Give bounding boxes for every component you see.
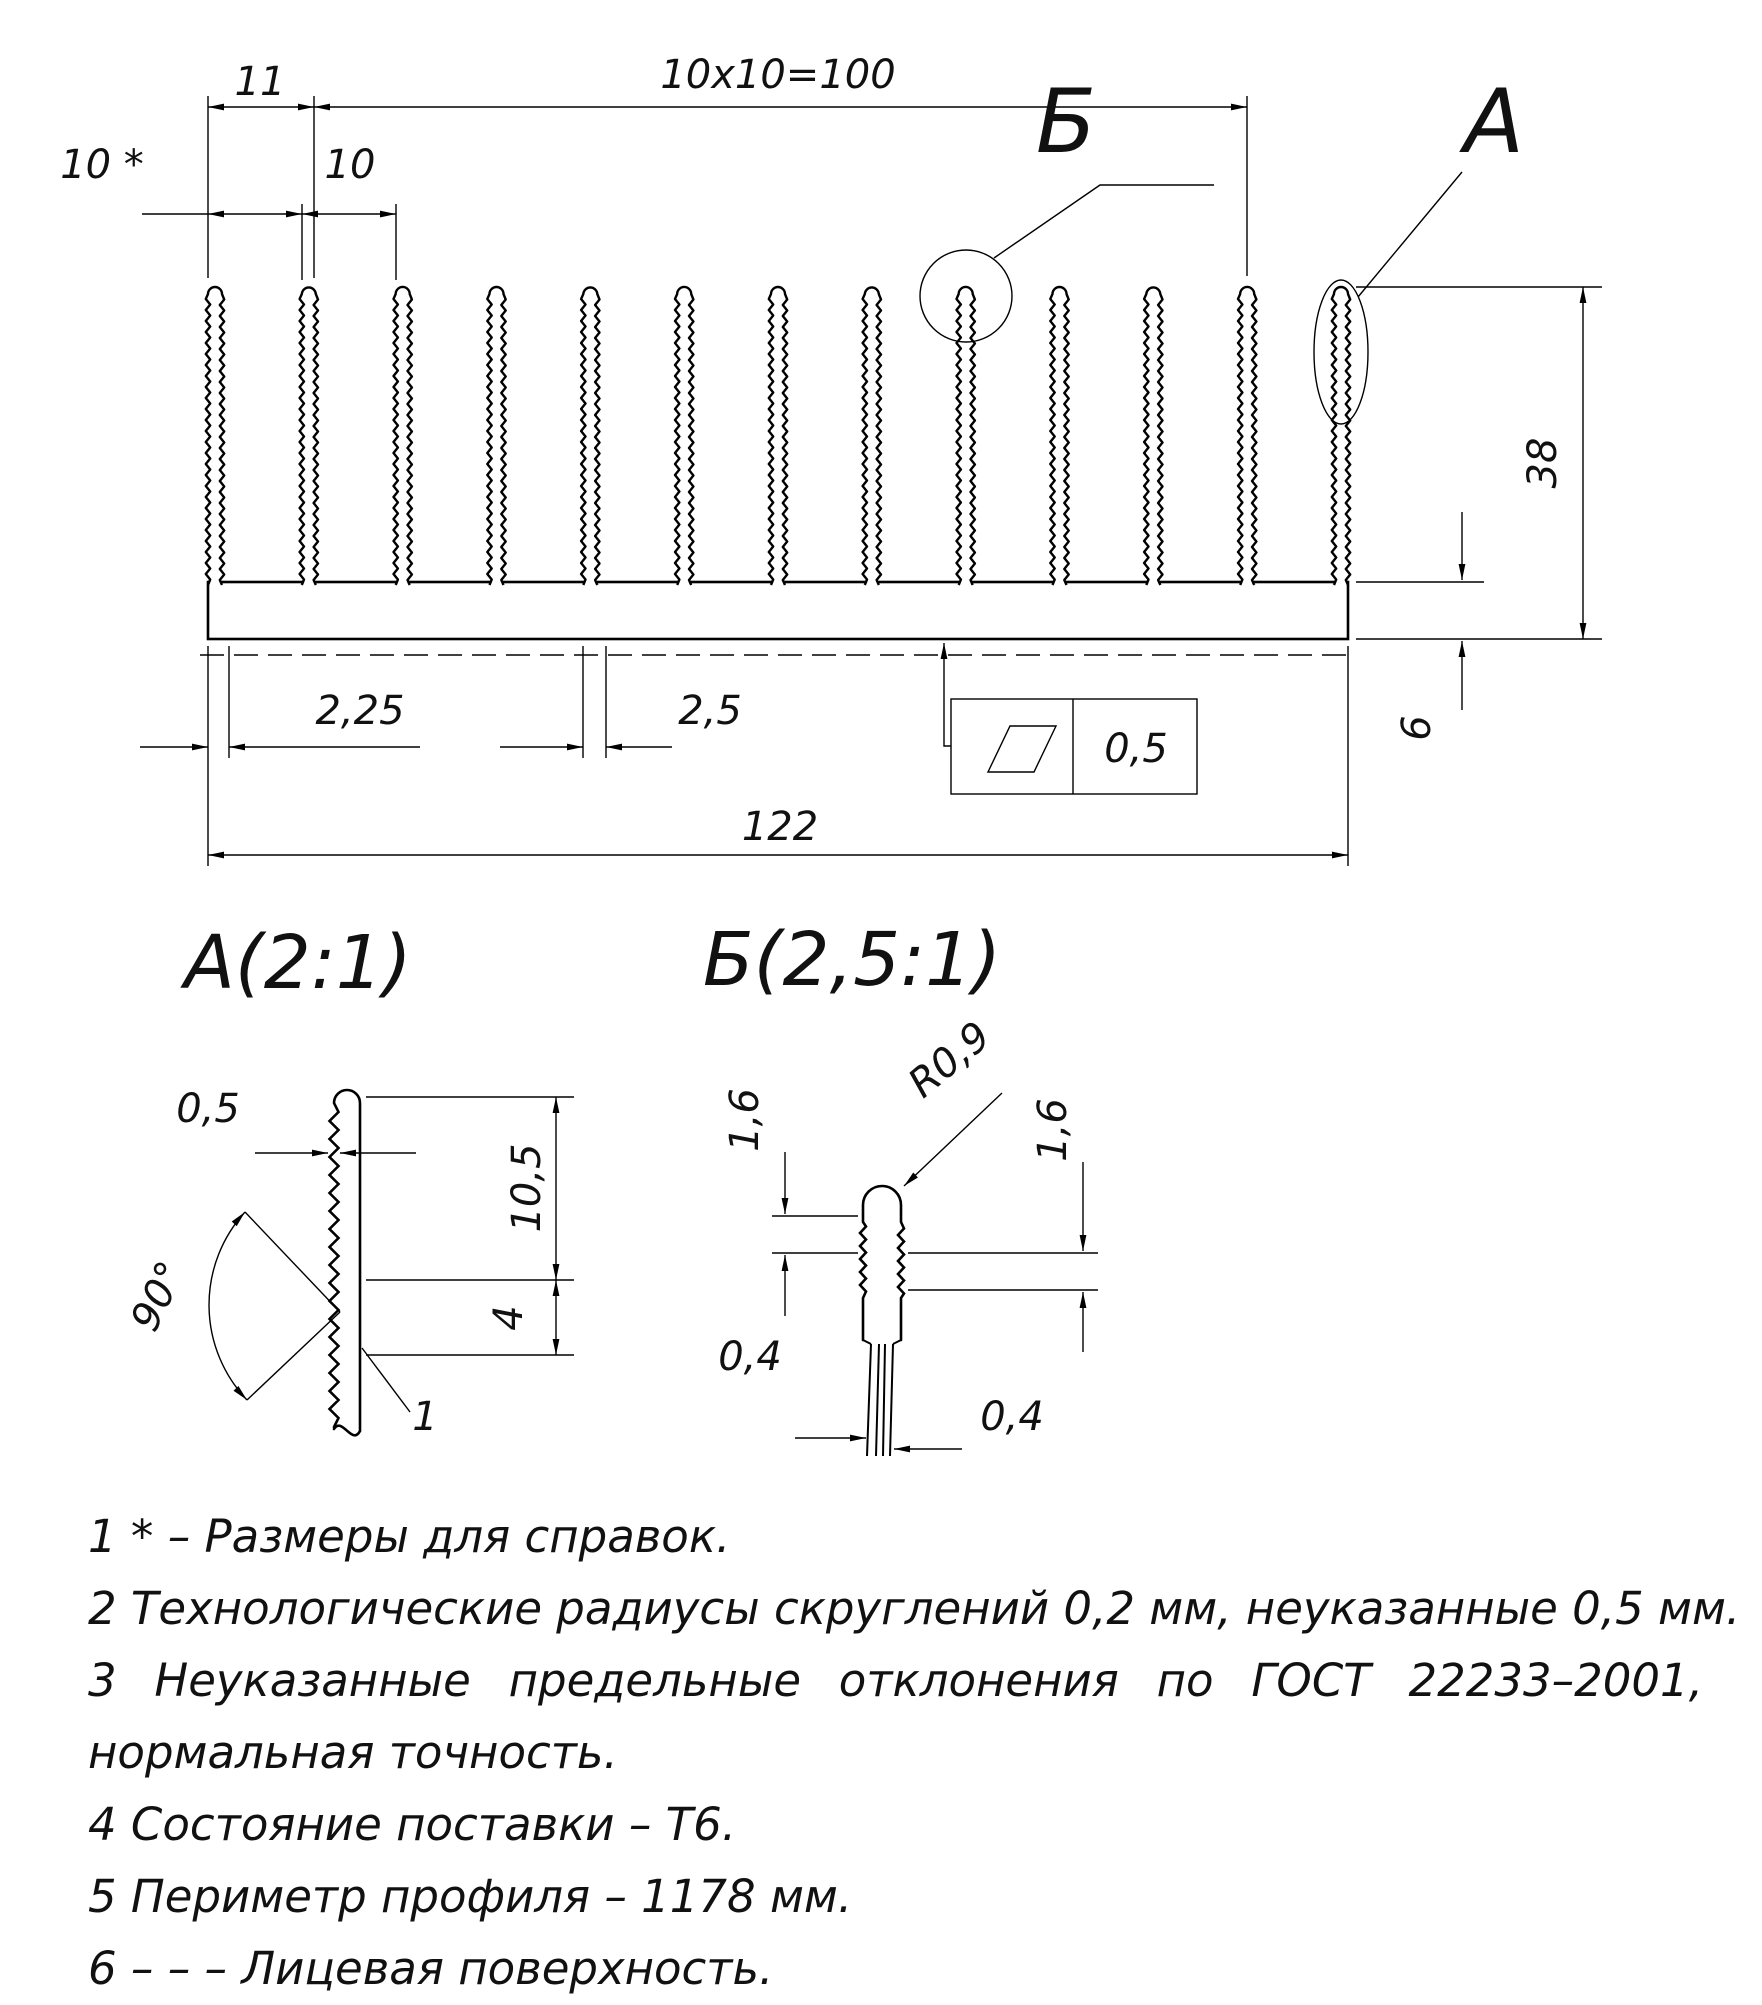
fin (1049, 285, 1070, 586)
flatness-symbol (986, 725, 1058, 773)
fin (1142, 286, 1164, 586)
note-5: 5 Периметр профиля – 1178 мм. (88, 1870, 853, 1923)
note-3-continued: нормальная точность. (88, 1726, 618, 1779)
view-b-callout: Б (919, 70, 1214, 343)
flatness-value-label: 0,5 (1104, 726, 1168, 772)
view-a-callout: А (1313, 70, 1524, 425)
dim-root-left-label: 2,25 (315, 688, 404, 734)
fin (955, 285, 977, 586)
detail-a-dims (208, 1096, 574, 1413)
fin (486, 285, 507, 586)
dim-height-label: 38 (1520, 438, 1566, 489)
dim-root-mid: 2,5 (500, 646, 742, 758)
fin (673, 285, 695, 586)
note-3: 3 Неуказанные предельные отклонения по Г… (88, 1654, 1703, 1707)
detail-b-wall-left-label: 0,4 (718, 1334, 782, 1380)
detail-a-angle-label: 90° (122, 1254, 194, 1338)
fins (204, 285, 1352, 586)
note-6: 6 – – – Лицевая поверхность. (88, 1942, 774, 1995)
detail-a-break (332, 1424, 362, 1437)
dim-root-left: 2,25 (140, 646, 420, 866)
heatsink-profile (200, 285, 1356, 656)
detail-b-title: Б(2,5:1) (703, 917, 1001, 1003)
detail-b-wall-right-label: 0,4 (980, 1394, 1044, 1440)
dim-10-ref: 10 * (60, 142, 303, 280)
detail-b-cap (858, 1184, 906, 1342)
dim-11-label: 11 (235, 59, 286, 105)
dim-10-label: 10 (325, 142, 376, 188)
detail-b-radius-label: R0,9 (900, 1013, 1000, 1107)
dim-root-mid-label: 2,5 (678, 688, 742, 734)
dim-11: 11 (207, 59, 315, 278)
detail-a-ref-mark-label: 1 (412, 1394, 437, 1440)
dim-10: 10 (302, 142, 397, 280)
dim-base-label: 6 (1394, 715, 1440, 740)
fin (1236, 285, 1258, 586)
detail-b-walls (862, 1339, 902, 1457)
dim-width-122: 122 (208, 646, 1349, 866)
note-4: 4 Состояние поставки – Т6. (88, 1798, 737, 1851)
fin (1330, 285, 1352, 586)
dim-pitch-total-label: 10x10=100 (660, 52, 895, 98)
dim-height-38: 38 (1356, 286, 1602, 640)
dim-width-label: 122 (742, 804, 818, 850)
detail-a-tooth-depth-label: 0,5 (176, 1086, 240, 1132)
heatsink-base (206, 580, 1350, 641)
dim-pitch-total: 10x10=100 (314, 52, 1248, 276)
detail-a: А(2:1) 0,5 90° 10,5 4 1 (122, 920, 574, 1440)
detail-a-title: А(2:1) (180, 920, 411, 1006)
fin (861, 286, 883, 586)
detail-b: Б(2,5:1) R0,9 1,6 1,6 0,4 0,4 (703, 917, 1098, 1457)
note-2: 2 Технологические радиусы скруглений 0,2… (88, 1582, 1741, 1635)
detail-b-band-left-label: 1,6 (722, 1088, 768, 1152)
fin (298, 286, 320, 586)
flatness-tolerance-frame: 0,5 (940, 643, 1198, 795)
fin (579, 286, 601, 586)
detail-b-dims (772, 1092, 1098, 1453)
dim-10-ref-label: 10 * (60, 142, 144, 188)
detail-a-band-label: 4 (486, 1305, 532, 1330)
detail-b-band-right-label: 1,6 (1030, 1098, 1076, 1162)
note-1: 1 * – Размеры для справок. (88, 1510, 731, 1563)
fin (392, 285, 414, 586)
fin (204, 285, 226, 586)
view-a-label: А (1459, 70, 1524, 173)
view-b-label: Б (1036, 70, 1096, 173)
detail-a-fin (327, 1088, 362, 1432)
fin (767, 285, 789, 586)
dim-base-6: 6 (1356, 512, 1484, 741)
detail-a-tip-length-label: 10,5 (504, 1143, 550, 1232)
